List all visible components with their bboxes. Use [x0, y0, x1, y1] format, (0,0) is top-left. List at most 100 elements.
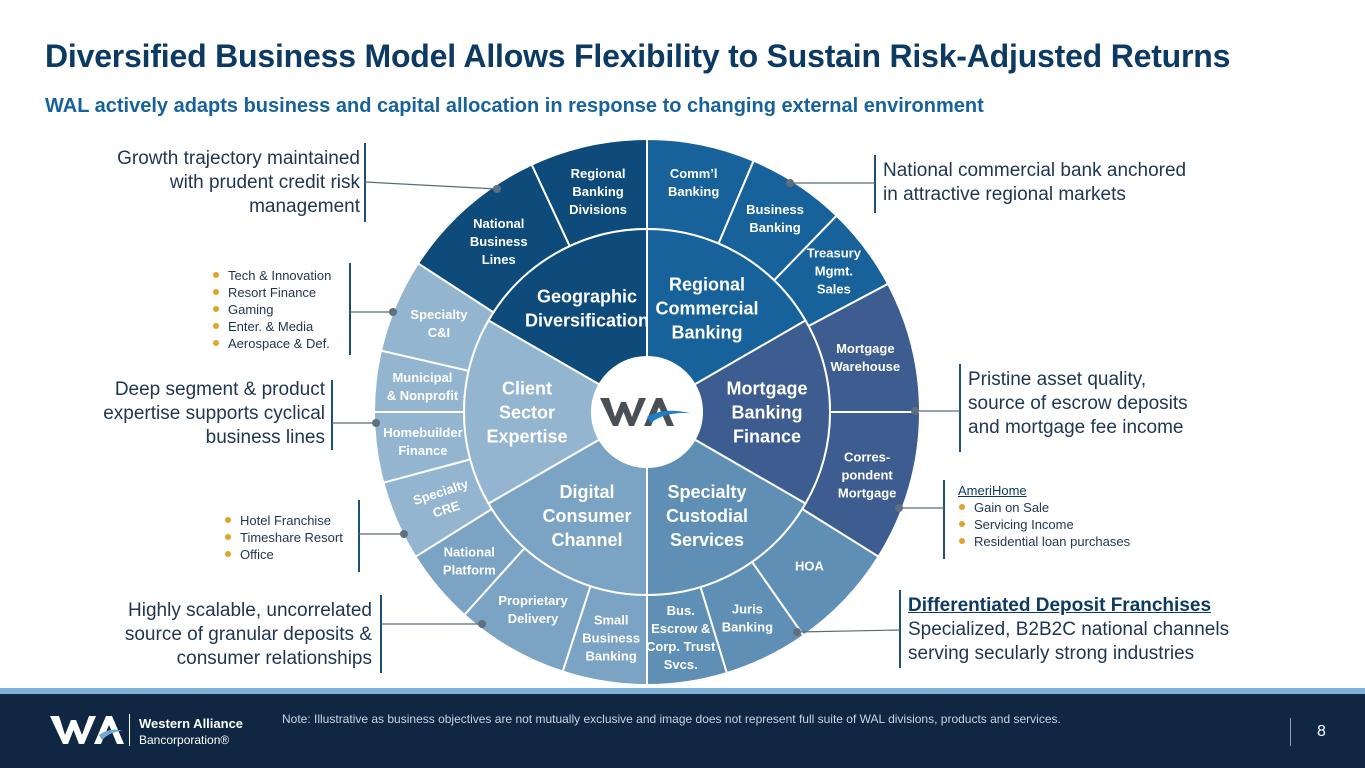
callout-dfs-title: Differentiated Deposit Franchises — [908, 595, 1212, 616]
wheel-label-line: Sales — [817, 282, 851, 297]
list-item: Gaming — [212, 301, 331, 318]
outer-label: Municipal& Nonprofit — [387, 370, 459, 403]
wheel-label-line: Banking — [572, 184, 623, 199]
callout-growth-line: Growth trajectory maintained — [117, 148, 360, 169]
list-item: Office — [224, 546, 343, 563]
wheel-label-line: Svcs. — [664, 657, 698, 672]
footer: Western Alliance Bancorporation® Note: I… — [0, 694, 1365, 768]
wheel-label-line: HOA — [795, 559, 825, 574]
wheel-label-line: Geographic — [537, 286, 637, 306]
wheel-label-line: Mortgage — [727, 378, 808, 398]
wheel-label-line: Mortgage — [836, 341, 895, 356]
wheel-label-line: Services — [670, 530, 744, 550]
list-item: Hotel Franchise — [224, 512, 343, 529]
wheel-label-line: Mortgage — [838, 486, 897, 501]
wheel-label-line: Finance — [733, 426, 801, 446]
footer-note: Note: Illustrative as business objective… — [282, 712, 1061, 726]
list-item: Servicing Income — [958, 516, 1130, 533]
wheel-label-line: Business — [746, 202, 804, 217]
wheel-label-line: Corp. Trust — [646, 639, 716, 654]
page-number: 8 — [1317, 723, 1326, 740]
list-item: Enter. & Media — [212, 318, 331, 335]
callout-scalable-line: source of granular deposits & — [124, 624, 372, 645]
wheel-label-line: Municipal — [392, 370, 452, 385]
wheel-label-line: C&I — [428, 325, 450, 340]
callout-dfs-line: serving secularly strong industries — [908, 643, 1195, 664]
wheel-label-line: Finance — [398, 443, 447, 458]
wheel-label-line: Channel — [551, 530, 622, 550]
amerihome-list: AmeriHome Gain on Sale Servicing Income … — [958, 482, 1130, 550]
wheel-label-line: Corres- — [844, 450, 890, 465]
wheel-label-line: Sector — [499, 402, 555, 422]
wheel-label-line: Banking — [668, 184, 719, 199]
callout-deep-line: Deep segment & product — [114, 379, 325, 400]
wheel-label-line: Banking — [722, 619, 773, 634]
connector-dot — [793, 628, 801, 636]
wheel-label-line: Lines — [482, 252, 516, 267]
wal-logo-icon — [50, 716, 124, 744]
wheel-label-line: Specialty — [410, 307, 468, 322]
connector-line — [796, 629, 901, 633]
wheel-label-line: Regional — [669, 274, 745, 294]
specialty-ci-list: Tech & Innovation Resort Finance Gaming … — [212, 267, 331, 352]
wheel-label-line: Comm’l — [670, 166, 718, 181]
callout-pristine: Pristine asset quality, source of escrow… — [968, 368, 1188, 440]
wheel-label-line: Expertise — [486, 426, 567, 446]
wheel-label-line: Banking — [586, 649, 637, 664]
company-name: Western Alliance — [139, 716, 244, 731]
wheel-label-line: Regional — [571, 166, 626, 181]
callout-scalable-line: consumer relationships — [176, 648, 372, 669]
connector-dot — [895, 504, 903, 512]
callout-scalable: Highly scalable, uncorrelated source of … — [125, 599, 372, 671]
outer-label: HOA — [795, 559, 825, 574]
connector-dot — [493, 185, 501, 193]
connector-dot — [400, 530, 408, 538]
wheel-label-line: Juris — [732, 601, 763, 616]
page-title: Diversified Business Model Allows Flexib… — [45, 38, 1231, 74]
wheel-label-line: Treasury — [807, 246, 862, 261]
wheel-label-line: Divisions — [569, 202, 627, 217]
footer-divider — [129, 714, 130, 746]
wheel-label-line: Diversification — [525, 310, 649, 330]
list-item: Resort Finance — [212, 284, 331, 301]
wheel-label-line: Specialty — [667, 482, 746, 502]
callout-growth-line: with prudent credit risk — [169, 172, 360, 193]
wheel-label-line: Banking — [749, 220, 800, 235]
wheel-label-line: Mgmt. — [815, 264, 853, 279]
footer-stripe — [0, 688, 1365, 694]
callout-national: National commercial bank anchored in att… — [883, 159, 1186, 207]
page-subtitle: WAL actively adapts business and capital… — [45, 95, 984, 117]
wheel-label-line: Escrow & — [651, 621, 710, 636]
list-item: Tech & Innovation — [212, 267, 331, 284]
wheel-label-line: Consumer — [542, 506, 631, 526]
connector-dot — [478, 620, 486, 628]
wheel-label-line: Bus. — [667, 603, 695, 618]
callout-national-line: in attractive regional markets — [883, 184, 1126, 205]
wheel-label-line: Delivery — [508, 611, 559, 626]
connector-dot — [786, 179, 794, 187]
connector-dot — [372, 419, 380, 427]
callout-pristine-line: and mortgage fee income — [968, 417, 1184, 438]
page-divider — [1290, 718, 1291, 746]
callout-growth: Growth trajectory maintained with pruden… — [117, 147, 360, 219]
list-item: Timeshare Resort — [224, 529, 343, 546]
specialty-cre-list: Hotel Franchise Timeshare Resort Office — [224, 512, 343, 563]
list-item: Gain on Sale — [958, 499, 1130, 516]
